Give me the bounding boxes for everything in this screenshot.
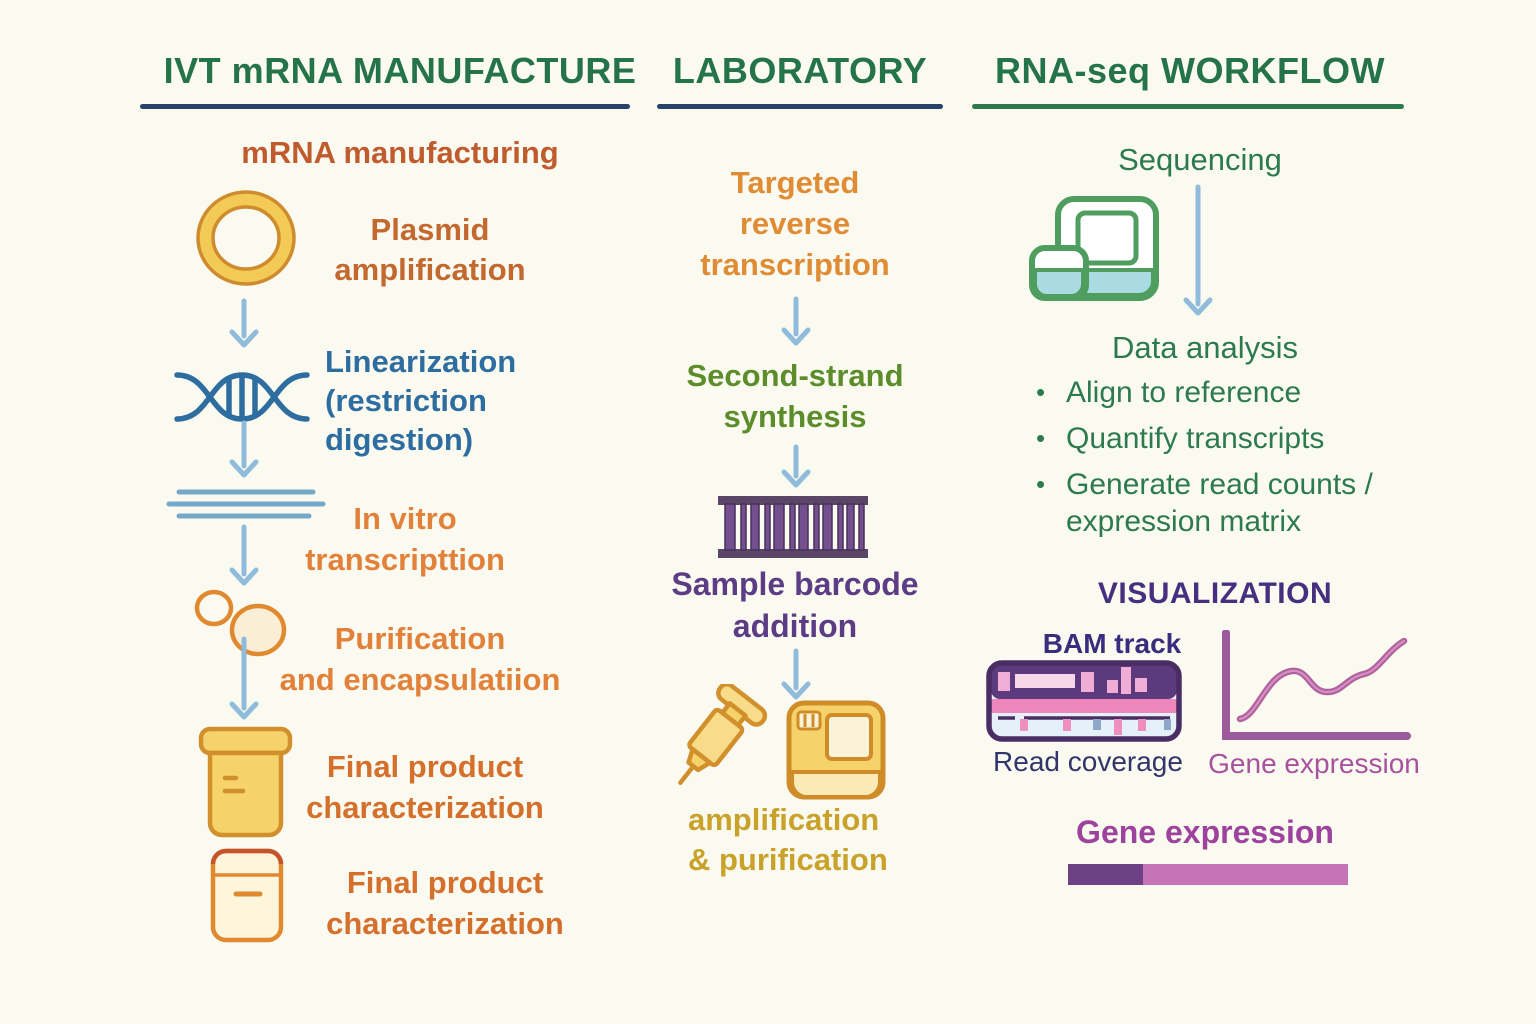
sequencing-label: Sequencing	[1118, 142, 1282, 177]
step-label-purification: Purification and encapsulatiion	[279, 621, 561, 697]
step-label-plasmid: Plasmid amplification	[334, 212, 526, 287]
bullet-icon: •	[1036, 377, 1046, 407]
list-item: • Generate read counts / expression matr…	[1036, 466, 1456, 540]
subtitle-mrna-manufacturing: mRNA manufacturing	[241, 135, 559, 170]
step-label-final-product-2: Final product characterization	[326, 865, 564, 941]
gradient-segment-dark	[1068, 864, 1143, 885]
product-jar-icon	[198, 726, 293, 841]
bullet-label: Generate read counts / expression matrix	[1066, 468, 1373, 538]
list-item: • Quantify transcripts	[1036, 420, 1456, 457]
step-label-second-strand: Second-strand synthesis	[686, 358, 904, 434]
sequencer-icon	[1028, 196, 1160, 302]
read-coverage-label: Read coverage	[993, 746, 1183, 777]
visualization-title: VISUALIZATION	[1097, 577, 1333, 610]
product-jar-light-icon	[210, 848, 284, 943]
bullet-icon: •	[1036, 423, 1046, 453]
data-analysis-title: Data analysis	[1111, 330, 1299, 365]
step-label-barcode: Sample barcode addition	[671, 566, 919, 644]
column-header-manufacture: IVT mRNA MANUFACTURE	[163, 50, 637, 91]
header-underline-rnaseq	[972, 104, 1404, 109]
arrow-down-icon	[1180, 184, 1216, 316]
gene-expression-bar-label: Gene expression	[1076, 814, 1334, 850]
step-label-ivt: In vitro transcripttion	[305, 501, 505, 577]
bullet-label: Align to reference	[1066, 376, 1302, 409]
step-label-amplification: amplification & purification	[688, 802, 888, 877]
header-underline-laboratory	[657, 104, 943, 109]
bullet-icon: •	[1036, 469, 1046, 499]
step-label-linearization: Linearization (restriction digestion)	[325, 344, 517, 457]
arrow-down-icon	[226, 420, 262, 478]
arrow-down-icon	[226, 298, 262, 348]
column-header-rnaseq: RNA-seq WORKFLOW	[995, 50, 1385, 91]
arrow-down-icon	[778, 444, 814, 488]
dna-helix-icon	[172, 352, 312, 442]
plasmid-icon	[196, 188, 296, 288]
arrow-down-icon	[778, 648, 814, 700]
step-label-reverse-transcription: Targeted reverse transcription	[700, 165, 890, 282]
linear-dna-icon	[165, 485, 327, 525]
arrow-down-icon	[226, 524, 262, 586]
barcode-icon	[718, 496, 868, 558]
pcr-machine-icon	[786, 700, 886, 800]
data-analysis-bullet-list: • Align to reference • Quantify transcri…	[1036, 374, 1456, 549]
bullet-label: Quantify transcripts	[1066, 422, 1325, 455]
syringe-icon	[658, 684, 768, 799]
gene-expression-plot-label: Gene expression	[1208, 748, 1420, 779]
bam-track-label: BAM track	[1042, 628, 1182, 659]
line-chart-icon	[1216, 630, 1412, 746]
column-header-laboratory: LABORATORY	[672, 50, 928, 91]
gradient-segment-light	[1143, 864, 1348, 885]
step-label-final-product-1: Final product characterization	[306, 749, 544, 825]
list-item: • Align to reference	[1036, 374, 1456, 411]
arrow-down-icon	[226, 636, 262, 720]
expression-gradient-bar	[1068, 864, 1348, 885]
arrow-down-icon	[778, 296, 814, 346]
bam-track-icon	[986, 660, 1182, 742]
header-underline-manufacture	[140, 104, 630, 109]
